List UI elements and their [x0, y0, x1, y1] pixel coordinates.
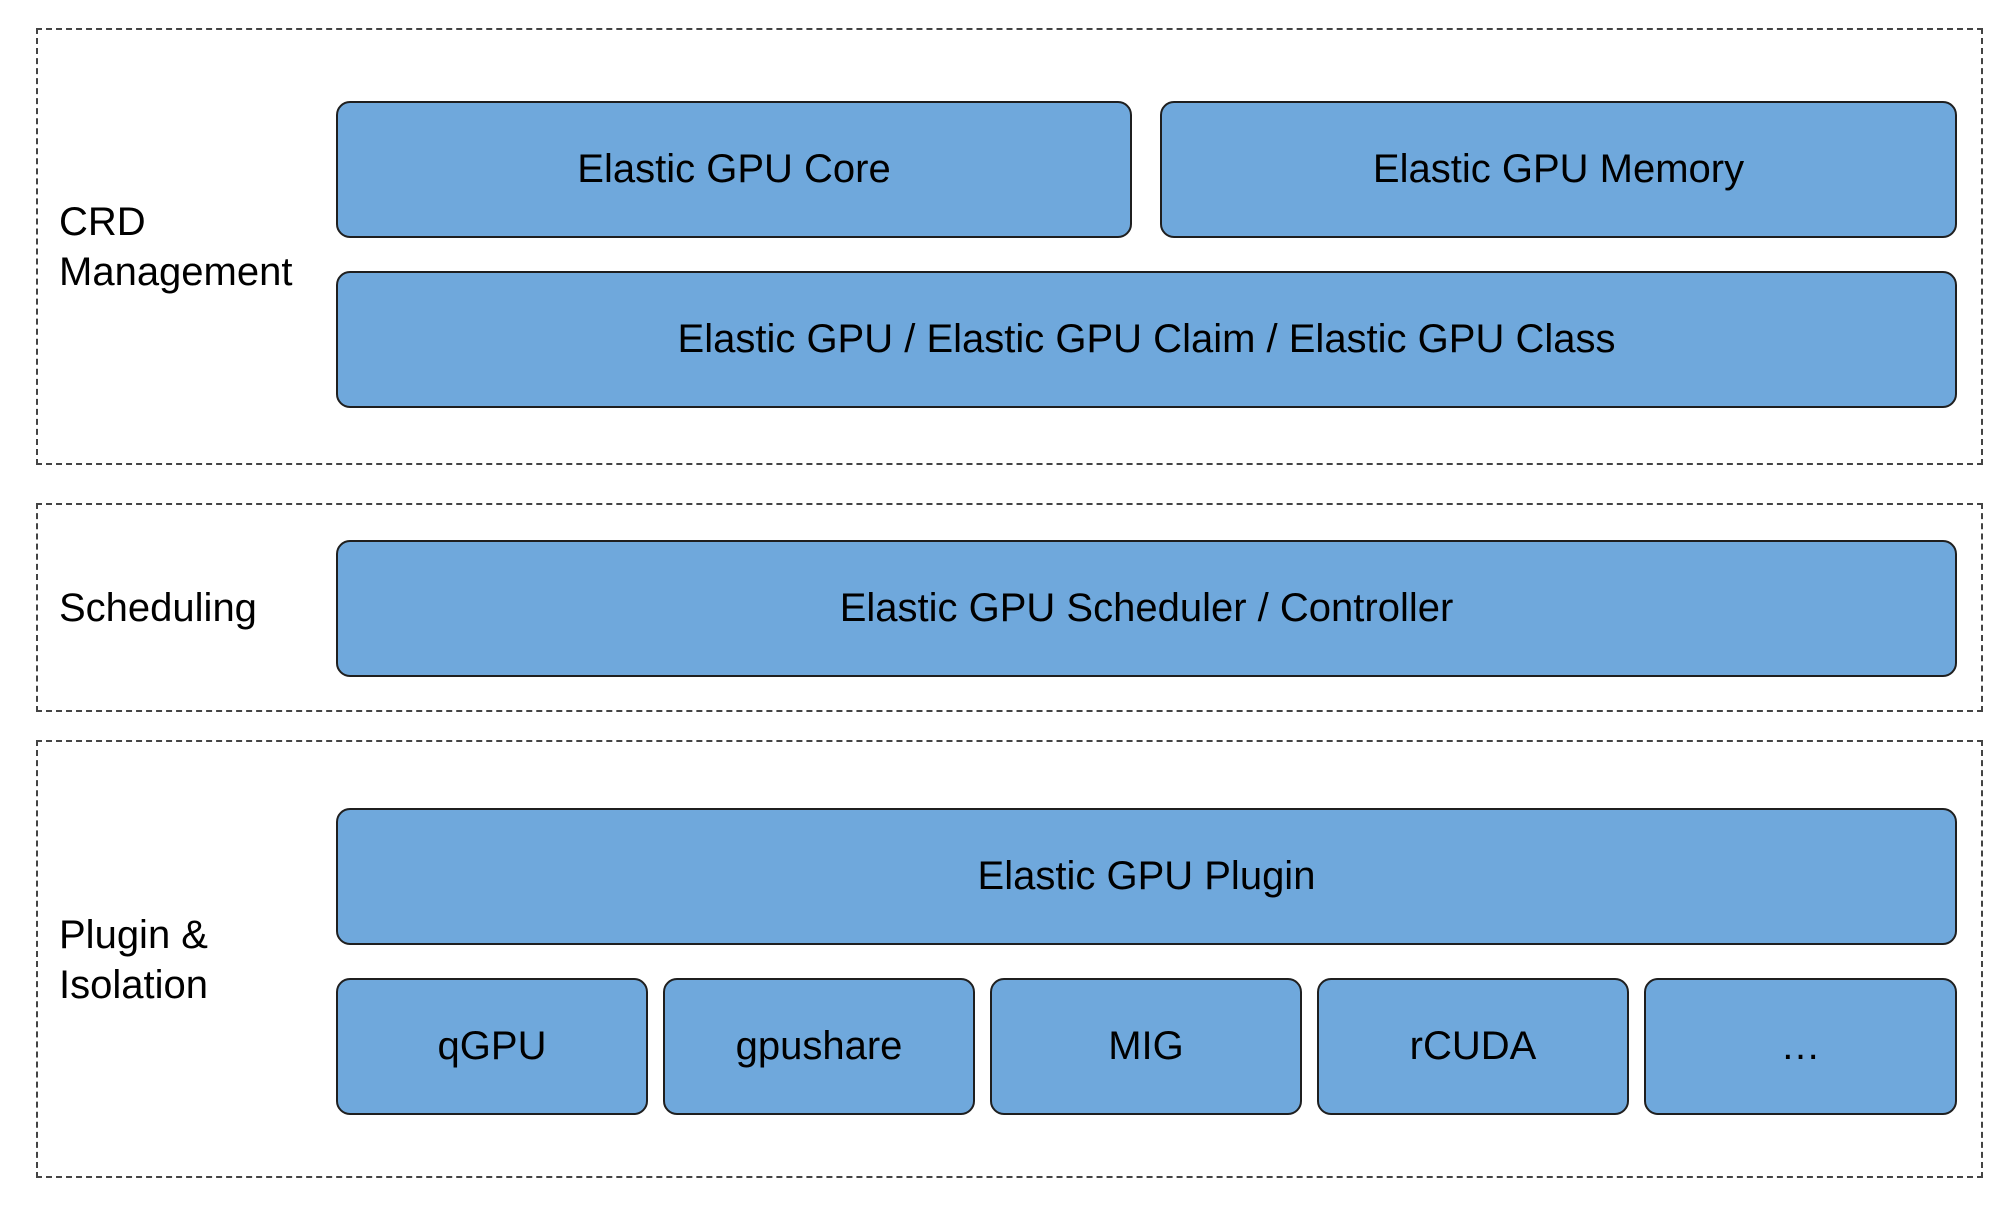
implementation-box-qgpu: qGPU — [336, 978, 648, 1115]
scheduling-label: Scheduling — [59, 586, 257, 630]
scheduling-layer — [36, 503, 1983, 712]
implementation-box-mig: MIG — [990, 978, 1302, 1115]
elastic-gpu-plugin-box: Elastic GPU Plugin — [336, 808, 1957, 945]
elastic-gpu-memory-box: Elastic GPU Memory — [1160, 101, 1957, 238]
implementation-box-gpushare: gpushare — [663, 978, 975, 1115]
crd-management-label: CRD Management — [59, 200, 293, 294]
elastic-gpu-scheduler-box: Elastic GPU Scheduler / Controller — [336, 540, 1957, 677]
plugin-isolation-layer — [36, 740, 1983, 1178]
implementation-box-more: … — [1644, 978, 1957, 1115]
elastic-gpu-crd-resources-box: Elastic GPU / Elastic GPU Claim / Elasti… — [336, 271, 1957, 408]
plugin-isolation-label: Plugin & Isolation — [59, 913, 208, 1007]
crd-management-layer — [36, 28, 1983, 465]
implementation-box-rcuda: rCUDA — [1317, 978, 1629, 1115]
elastic-gpu-core-box: Elastic GPU Core — [336, 101, 1132, 238]
